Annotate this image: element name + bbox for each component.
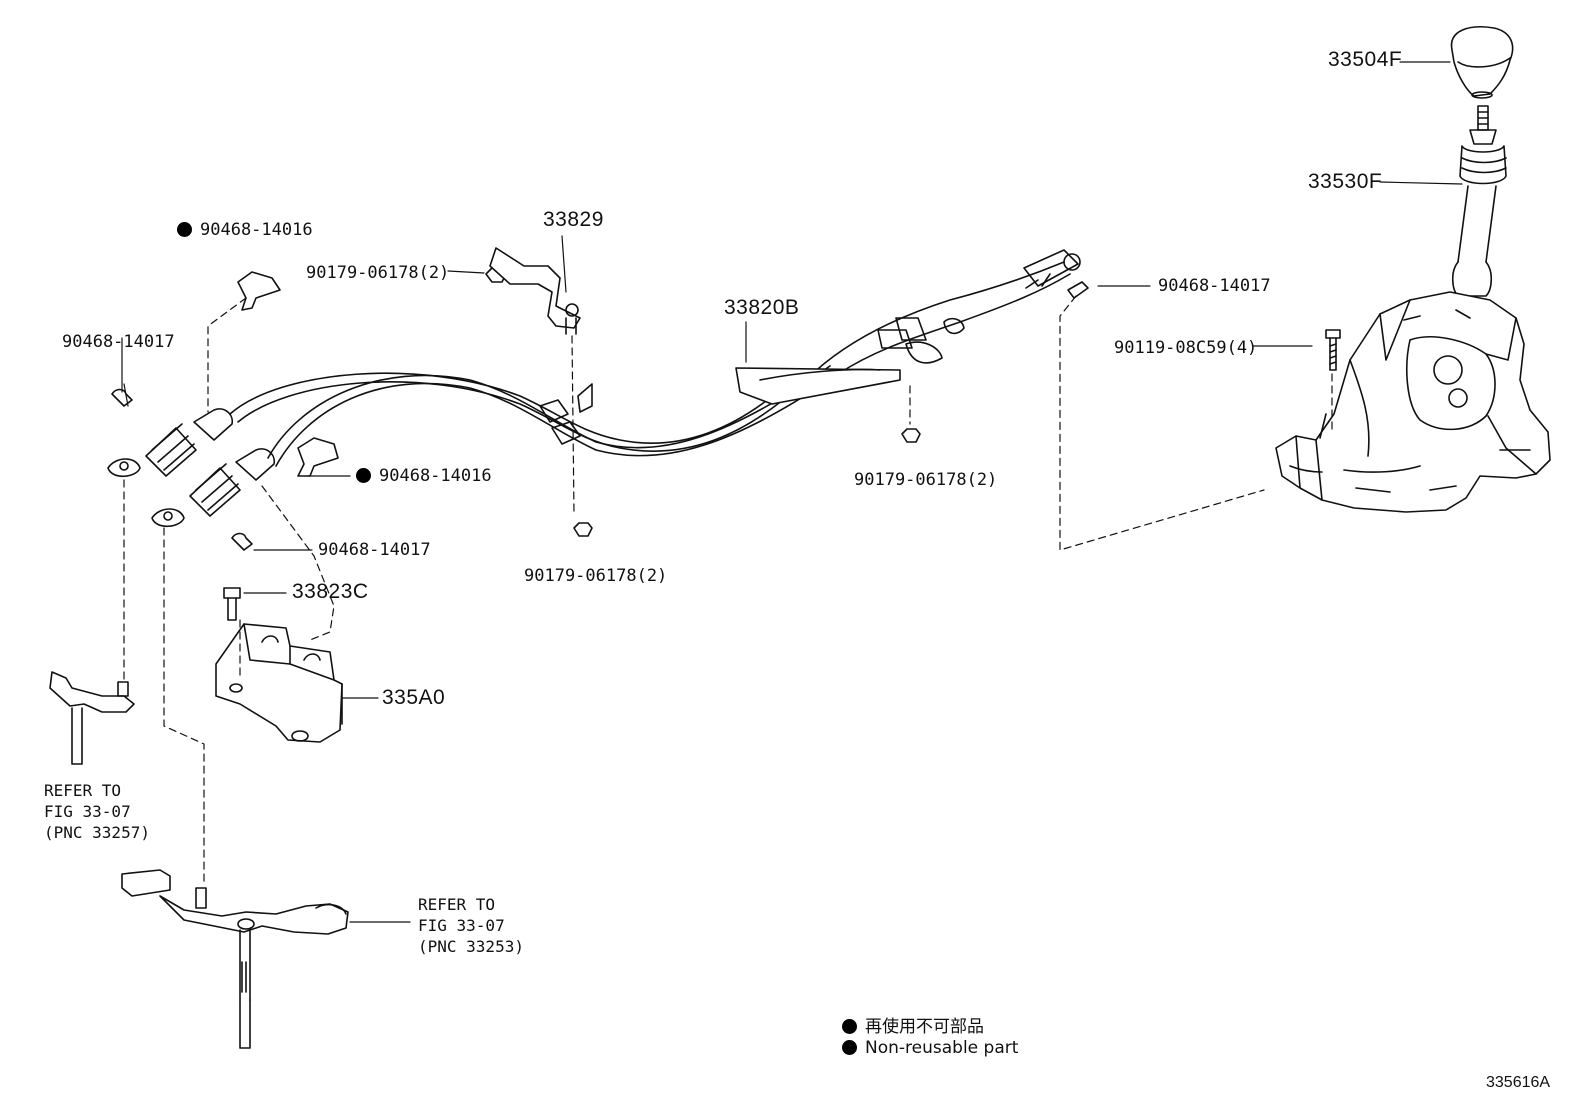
legend-english-text: Non-reusable part	[865, 1038, 1019, 1058]
label-90179-06178-bottom: 90179-06178(2)	[524, 566, 668, 586]
legend-english: Non-reusable part	[842, 1038, 1018, 1058]
shift-knob-drawing	[1450, 26, 1514, 99]
label-90179-06178-mid: 90179-06178(2)	[854, 470, 998, 490]
label-90468-14017-left: 90468-14017	[62, 332, 175, 352]
non-reusable-dot	[177, 222, 192, 237]
reference-note-bottom: REFER TO FIG 33-07 (PNC 33253)	[418, 895, 524, 956]
bracket-335a0-drawing	[215, 623, 343, 743]
label-33504f: 33504F	[1328, 48, 1403, 71]
legend-dot-en	[842, 1040, 857, 1055]
non-reusable-dot	[356, 468, 371, 483]
legend-dot-jp	[842, 1019, 857, 1034]
clip-drawings	[111, 271, 1089, 551]
legend-japanese: 再使用不可部品	[842, 1012, 984, 1037]
dashed-guides	[123, 295, 1333, 885]
legend-japanese-text: 再使用不可部品	[865, 1017, 984, 1037]
shift-lever-drawing	[1451, 105, 1507, 297]
label-33823c: 33823C	[292, 580, 369, 603]
leader-lines	[121, 61, 1463, 923]
label-33530f: 33530F	[1308, 170, 1383, 193]
figure-id: 335616A	[1486, 1074, 1551, 1091]
label-90468-14016-top-text: 90468-14016	[200, 220, 313, 240]
lever-housing-drawing	[1275, 291, 1551, 513]
label-33820b: 33820B	[724, 296, 800, 319]
lever-bottom-drawing	[121, 869, 349, 1049]
label-90119-08c59: 90119-08C59(4)	[1114, 338, 1258, 358]
lever-left-drawing	[49, 671, 135, 765]
label-90468-14016-top: 90468-14016	[177, 220, 313, 240]
label-90468-14017-right: 90468-14017	[1158, 276, 1271, 296]
label-90468-14017-mid: 90468-14017	[318, 540, 431, 560]
reference-note-left: REFER TO FIG 33-07 (PNC 33257)	[44, 781, 150, 842]
bolt-housing-drawing	[1325, 329, 1341, 371]
label-335a0: 335A0	[382, 686, 446, 709]
cable-ends-drawing	[107, 408, 276, 528]
bolt-33823c-drawing	[223, 587, 241, 621]
label-33829: 33829	[543, 208, 604, 231]
cable-assembly-drawing	[229, 249, 1081, 467]
bracket-33829-drawing	[489, 247, 581, 335]
label-90468-14016-mid: 90468-14016	[356, 466, 492, 486]
label-90179-06178-top: 90179-06178(2)	[306, 263, 450, 283]
label-90468-14016-mid-text: 90468-14016	[379, 466, 492, 486]
